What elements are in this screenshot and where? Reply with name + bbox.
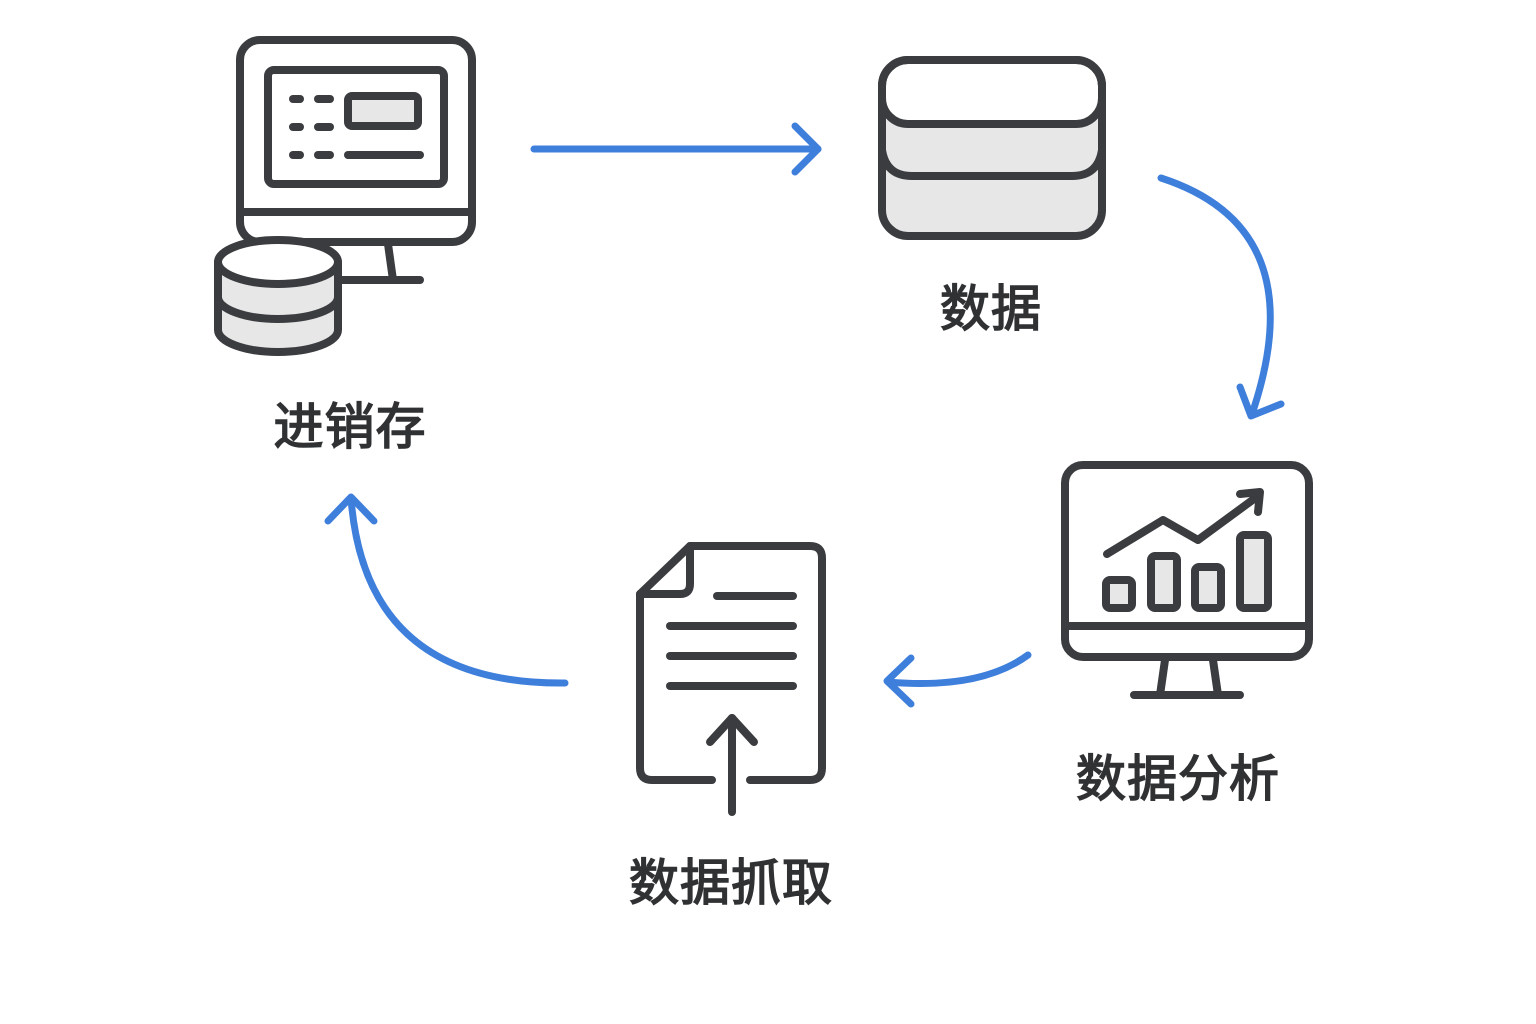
arrow-analysis-to-capture — [883, 651, 1032, 708]
node-label-capture: 数据抓取 — [629, 854, 833, 912]
arrow-inventory-to-data — [530, 122, 822, 176]
monitor-chart-icon — [1061, 461, 1313, 699]
monitor-with-database-icon — [214, 36, 476, 356]
document-upload-icon — [636, 542, 826, 816]
node-label-data: 数据 — [940, 280, 1042, 338]
node-label-analysis: 数据分析 — [1076, 750, 1280, 808]
node-label-inventory: 进销存 — [273, 398, 427, 456]
database-stack-icon — [878, 56, 1106, 240]
arrow-capture-to-inventory — [324, 493, 569, 687]
arrow-data-to-analysis — [1157, 174, 1285, 420]
